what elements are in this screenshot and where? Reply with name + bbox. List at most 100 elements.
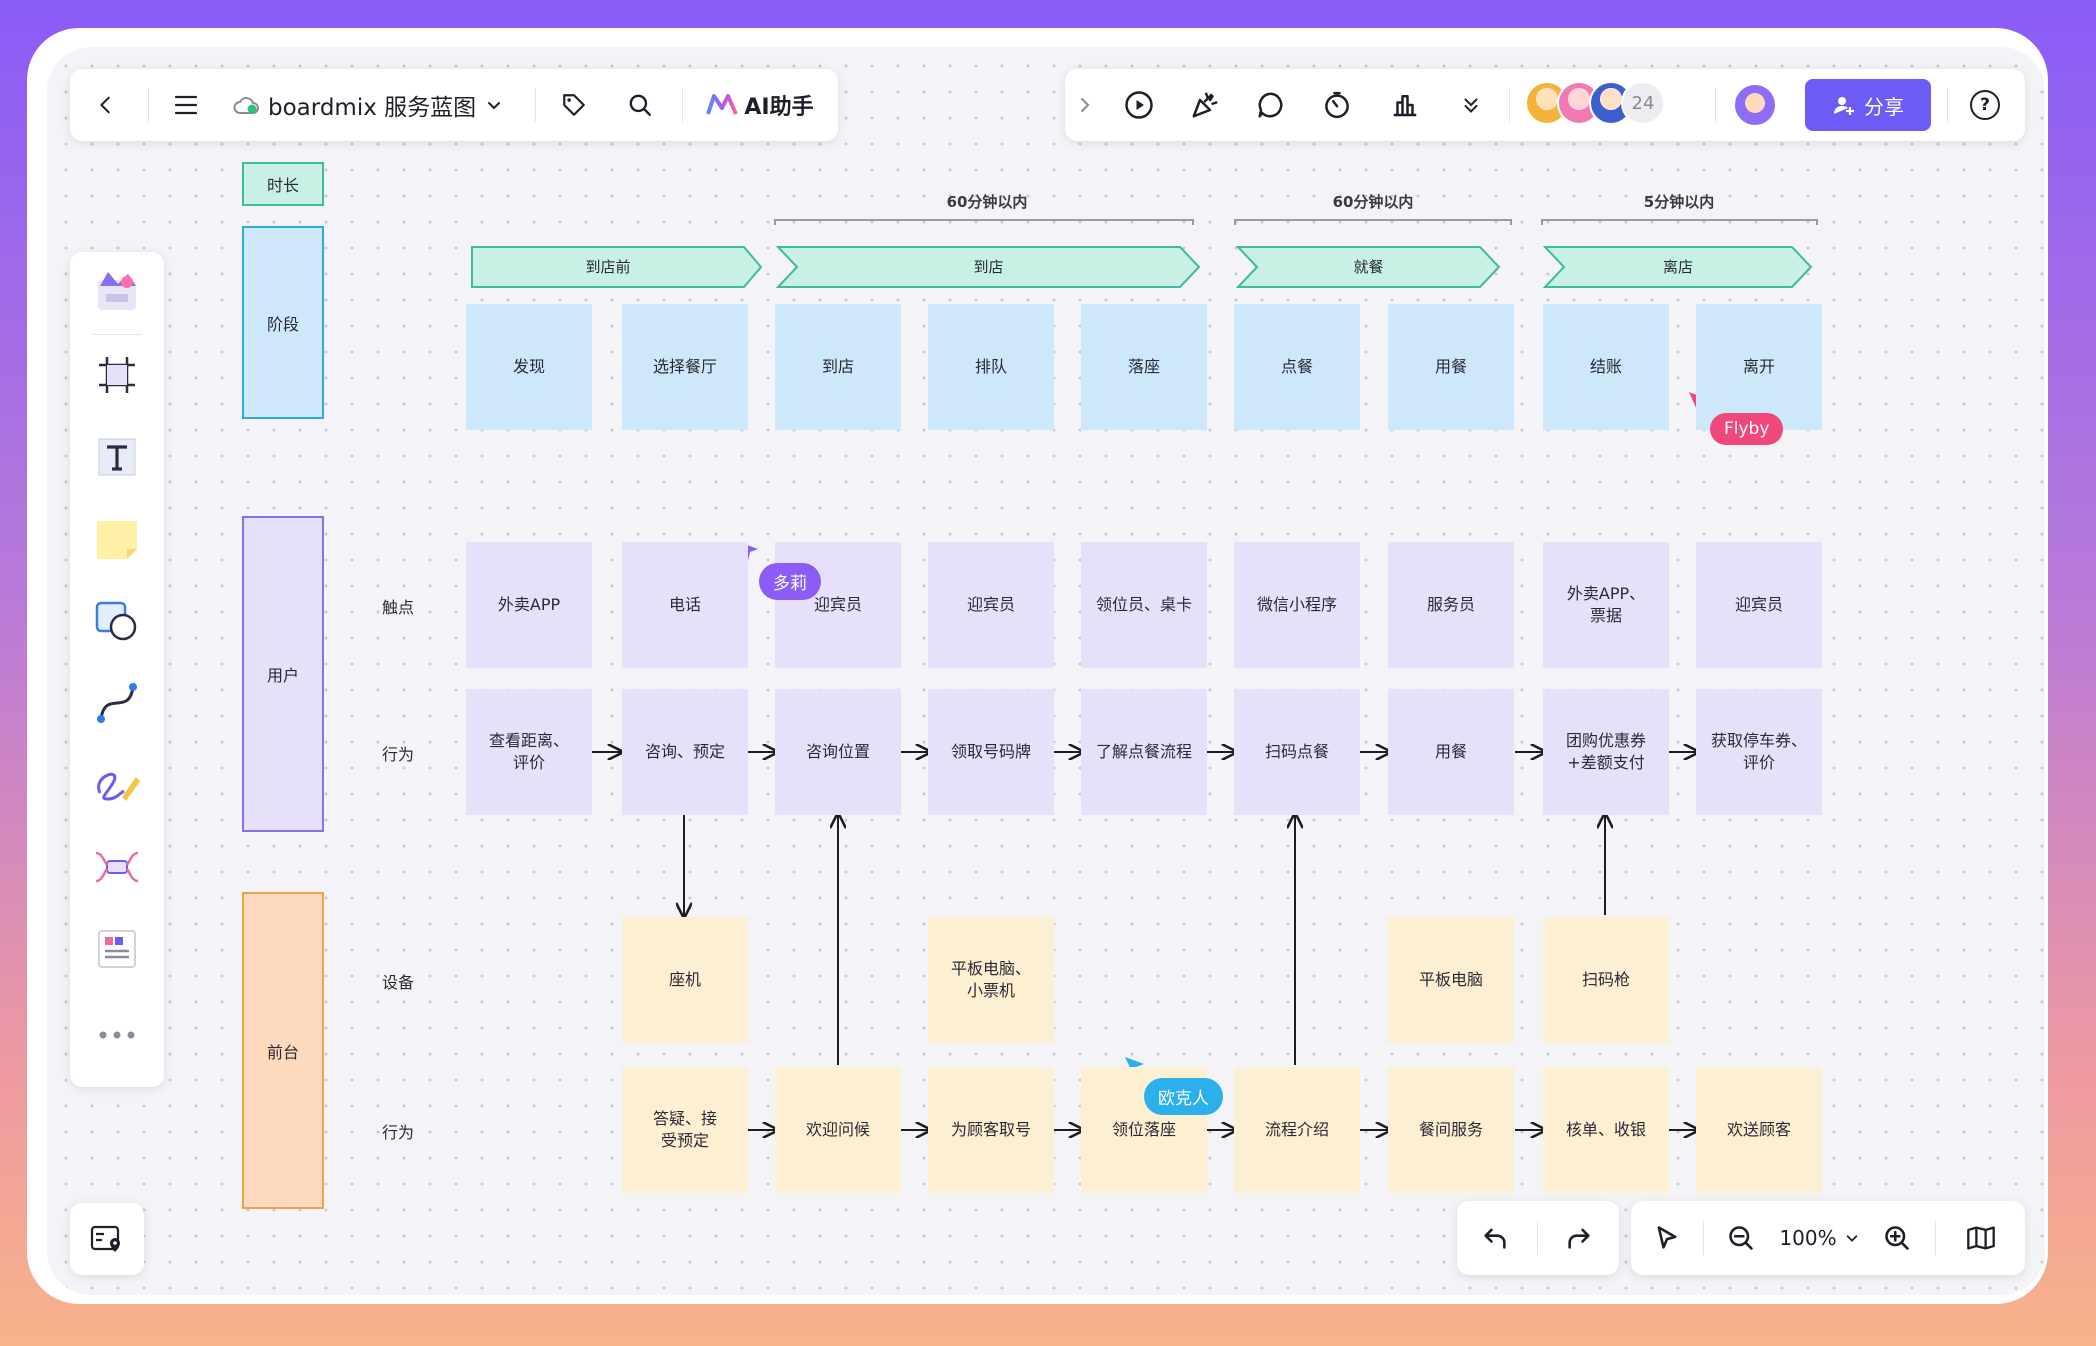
device-card[interactable]: 平板电脑 bbox=[1388, 917, 1514, 1043]
text-icon bbox=[98, 438, 136, 476]
stage-card[interactable]: 落座 bbox=[1081, 304, 1207, 430]
zoom-level-dropdown[interactable]: 100% bbox=[1771, 1218, 1867, 1258]
current-user-avatar[interactable] bbox=[1733, 83, 1777, 127]
timer-button[interactable] bbox=[1317, 85, 1357, 125]
comment-button[interactable] bbox=[1251, 85, 1291, 125]
pen-tool-button[interactable] bbox=[92, 760, 142, 810]
search-button[interactable] bbox=[620, 85, 660, 125]
map-location-icon bbox=[90, 1225, 120, 1252]
phase-label-1: 到店前 bbox=[585, 258, 631, 276]
tag-icon bbox=[563, 94, 585, 116]
touchpoint-card[interactable]: 迎宾员 bbox=[1696, 542, 1822, 668]
phase-arrow-4[interactable] bbox=[1542, 246, 1813, 288]
front-action-card[interactable]: 核单、收银 bbox=[1543, 1067, 1669, 1193]
zoom-out-button[interactable] bbox=[1721, 1218, 1761, 1258]
help-button[interactable]: ? bbox=[1965, 85, 2005, 125]
back-button[interactable] bbox=[86, 85, 126, 125]
front-action-card[interactable]: 欢迎问候 bbox=[775, 1067, 901, 1193]
user-action-card[interactable]: 咨询、预定 bbox=[622, 689, 748, 815]
phase-arrow-3[interactable] bbox=[1235, 246, 1501, 288]
book-map-icon bbox=[1967, 1226, 1995, 1250]
celebrate-button[interactable] bbox=[1185, 85, 1225, 125]
menu-button[interactable] bbox=[166, 85, 206, 125]
user-action-card[interactable]: 了解点餐流程 bbox=[1081, 689, 1207, 815]
help-icon: ? bbox=[1970, 90, 2000, 120]
collaborator-count-badge[interactable]: 24 bbox=[1621, 81, 1665, 125]
undo-button[interactable] bbox=[1475, 1218, 1515, 1258]
template-library-button[interactable] bbox=[92, 266, 142, 316]
more-tools-button[interactable] bbox=[1451, 85, 1491, 125]
lane-duration[interactable]: 时长 bbox=[242, 162, 324, 206]
chevron-down-icon bbox=[488, 102, 501, 110]
stage-card[interactable]: 结账 bbox=[1543, 304, 1669, 430]
document-title-button[interactable]: boardmix 服务蓝图 bbox=[232, 85, 508, 125]
touchpoint-card[interactable]: 电话 bbox=[622, 542, 748, 668]
front-action-card[interactable]: 为顾客取号 bbox=[928, 1067, 1054, 1193]
stage-card[interactable]: 点餐 bbox=[1234, 304, 1360, 430]
front-action-card[interactable]: 答疑、接受预定 bbox=[622, 1067, 748, 1193]
row-label-device: 设备 bbox=[382, 973, 415, 992]
connectors-layer bbox=[471, 219, 1818, 1295]
ai-assistant-button[interactable]: AI助手 bbox=[700, 85, 820, 125]
touchpoint-card[interactable]: 微信小程序 bbox=[1234, 542, 1360, 668]
front-action-card[interactable]: 流程介绍 bbox=[1234, 1067, 1360, 1193]
lane-front[interactable]: 前台 bbox=[242, 892, 324, 1209]
user-action-card[interactable]: 扫码点餐 bbox=[1234, 689, 1360, 815]
touchpoint-card[interactable]: 迎宾员 bbox=[928, 542, 1054, 668]
zoom-in-button[interactable] bbox=[1877, 1218, 1917, 1258]
touchpoint-card[interactable]: 迎宾员 bbox=[775, 542, 901, 668]
user-action-card[interactable]: 获取停车券、评价 bbox=[1696, 689, 1822, 815]
stage-card[interactable]: 用餐 bbox=[1388, 304, 1514, 430]
cursor-pointer-icon bbox=[1657, 1226, 1677, 1249]
touchpoint-card[interactable]: 领位员、桌卡 bbox=[1081, 542, 1207, 668]
user-action-card[interactable]: 团购优惠券+差额支付 bbox=[1543, 689, 1669, 815]
more-templates-button[interactable] bbox=[92, 924, 142, 974]
top-right-toolbar: 24 分享 ? bbox=[1065, 69, 2025, 141]
collapse-toolbar-button[interactable] bbox=[1073, 87, 1097, 123]
stage-card[interactable]: 选择餐厅 bbox=[622, 304, 748, 430]
device-card[interactable]: 扫码枪 bbox=[1543, 917, 1669, 1043]
tag-button[interactable] bbox=[554, 85, 594, 125]
stage-card[interactable]: 离开 bbox=[1696, 304, 1822, 430]
lane-user[interactable]: 用户 bbox=[242, 516, 324, 832]
device-card[interactable]: 座机 bbox=[622, 917, 748, 1043]
whiteboard-canvas[interactable]: 时长 阶段 用户 前台 触点 行为 设备 行为 60分钟以内 60分钟以内 5分… bbox=[47, 47, 2045, 1295]
frame-tool-button[interactable] bbox=[92, 350, 142, 400]
chevron-right-icon bbox=[1081, 98, 1090, 112]
user-action-card[interactable]: 咨询位置 bbox=[775, 689, 901, 815]
stage-card[interactable]: 到店 bbox=[775, 304, 901, 430]
collaborator-avatars[interactable]: 24 bbox=[1525, 69, 1695, 141]
shape-tool-button[interactable] bbox=[92, 596, 142, 646]
share-button[interactable]: 分享 bbox=[1805, 79, 1931, 131]
phase-arrow-1[interactable] bbox=[471, 246, 763, 288]
minimap-button[interactable] bbox=[70, 1203, 144, 1275]
user-action-card[interactable]: 用餐 bbox=[1388, 689, 1514, 815]
more-tools-overflow-button[interactable] bbox=[92, 1010, 142, 1060]
stage-card[interactable]: 发现 bbox=[466, 304, 592, 430]
zoom-level: 100% bbox=[1779, 1226, 1837, 1250]
device-card[interactable]: 平板电脑、小票机 bbox=[928, 917, 1054, 1043]
select-tool-button[interactable] bbox=[1647, 1218, 1687, 1258]
stage-card[interactable]: 排队 bbox=[928, 304, 1054, 430]
row-label-user-action: 行为 bbox=[382, 745, 415, 764]
touchpoint-card[interactable]: 外卖APP、票据 bbox=[1543, 542, 1669, 668]
mindmap-tool-button[interactable] bbox=[92, 842, 142, 892]
user-action-card[interactable]: 领取号码牌 bbox=[928, 689, 1054, 815]
connector-tool-button[interactable] bbox=[92, 678, 142, 728]
present-button[interactable] bbox=[1119, 85, 1159, 125]
redo-button[interactable] bbox=[1559, 1218, 1599, 1258]
front-action-card[interactable]: 欢送顾客 bbox=[1696, 1067, 1822, 1193]
map-view-button[interactable] bbox=[1961, 1218, 2001, 1258]
bar-chart-icon bbox=[1393, 95, 1417, 117]
touchpoint-card[interactable]: 服务员 bbox=[1388, 542, 1514, 668]
phase-label-3: 就餐 bbox=[1353, 258, 1384, 276]
sticky-note-tool-button[interactable] bbox=[92, 514, 142, 564]
touchpoint-card[interactable]: 外卖APP bbox=[466, 542, 592, 668]
lane-stage[interactable]: 阶段 bbox=[242, 226, 324, 419]
text-tool-button[interactable] bbox=[92, 432, 142, 482]
toolbar-divider bbox=[1715, 88, 1716, 122]
phase-arrow-2[interactable] bbox=[775, 246, 1201, 288]
vote-button[interactable] bbox=[1385, 85, 1425, 125]
user-action-card[interactable]: 查看距离、评价 bbox=[466, 689, 592, 815]
front-action-card[interactable]: 餐间服务 bbox=[1388, 1067, 1514, 1193]
